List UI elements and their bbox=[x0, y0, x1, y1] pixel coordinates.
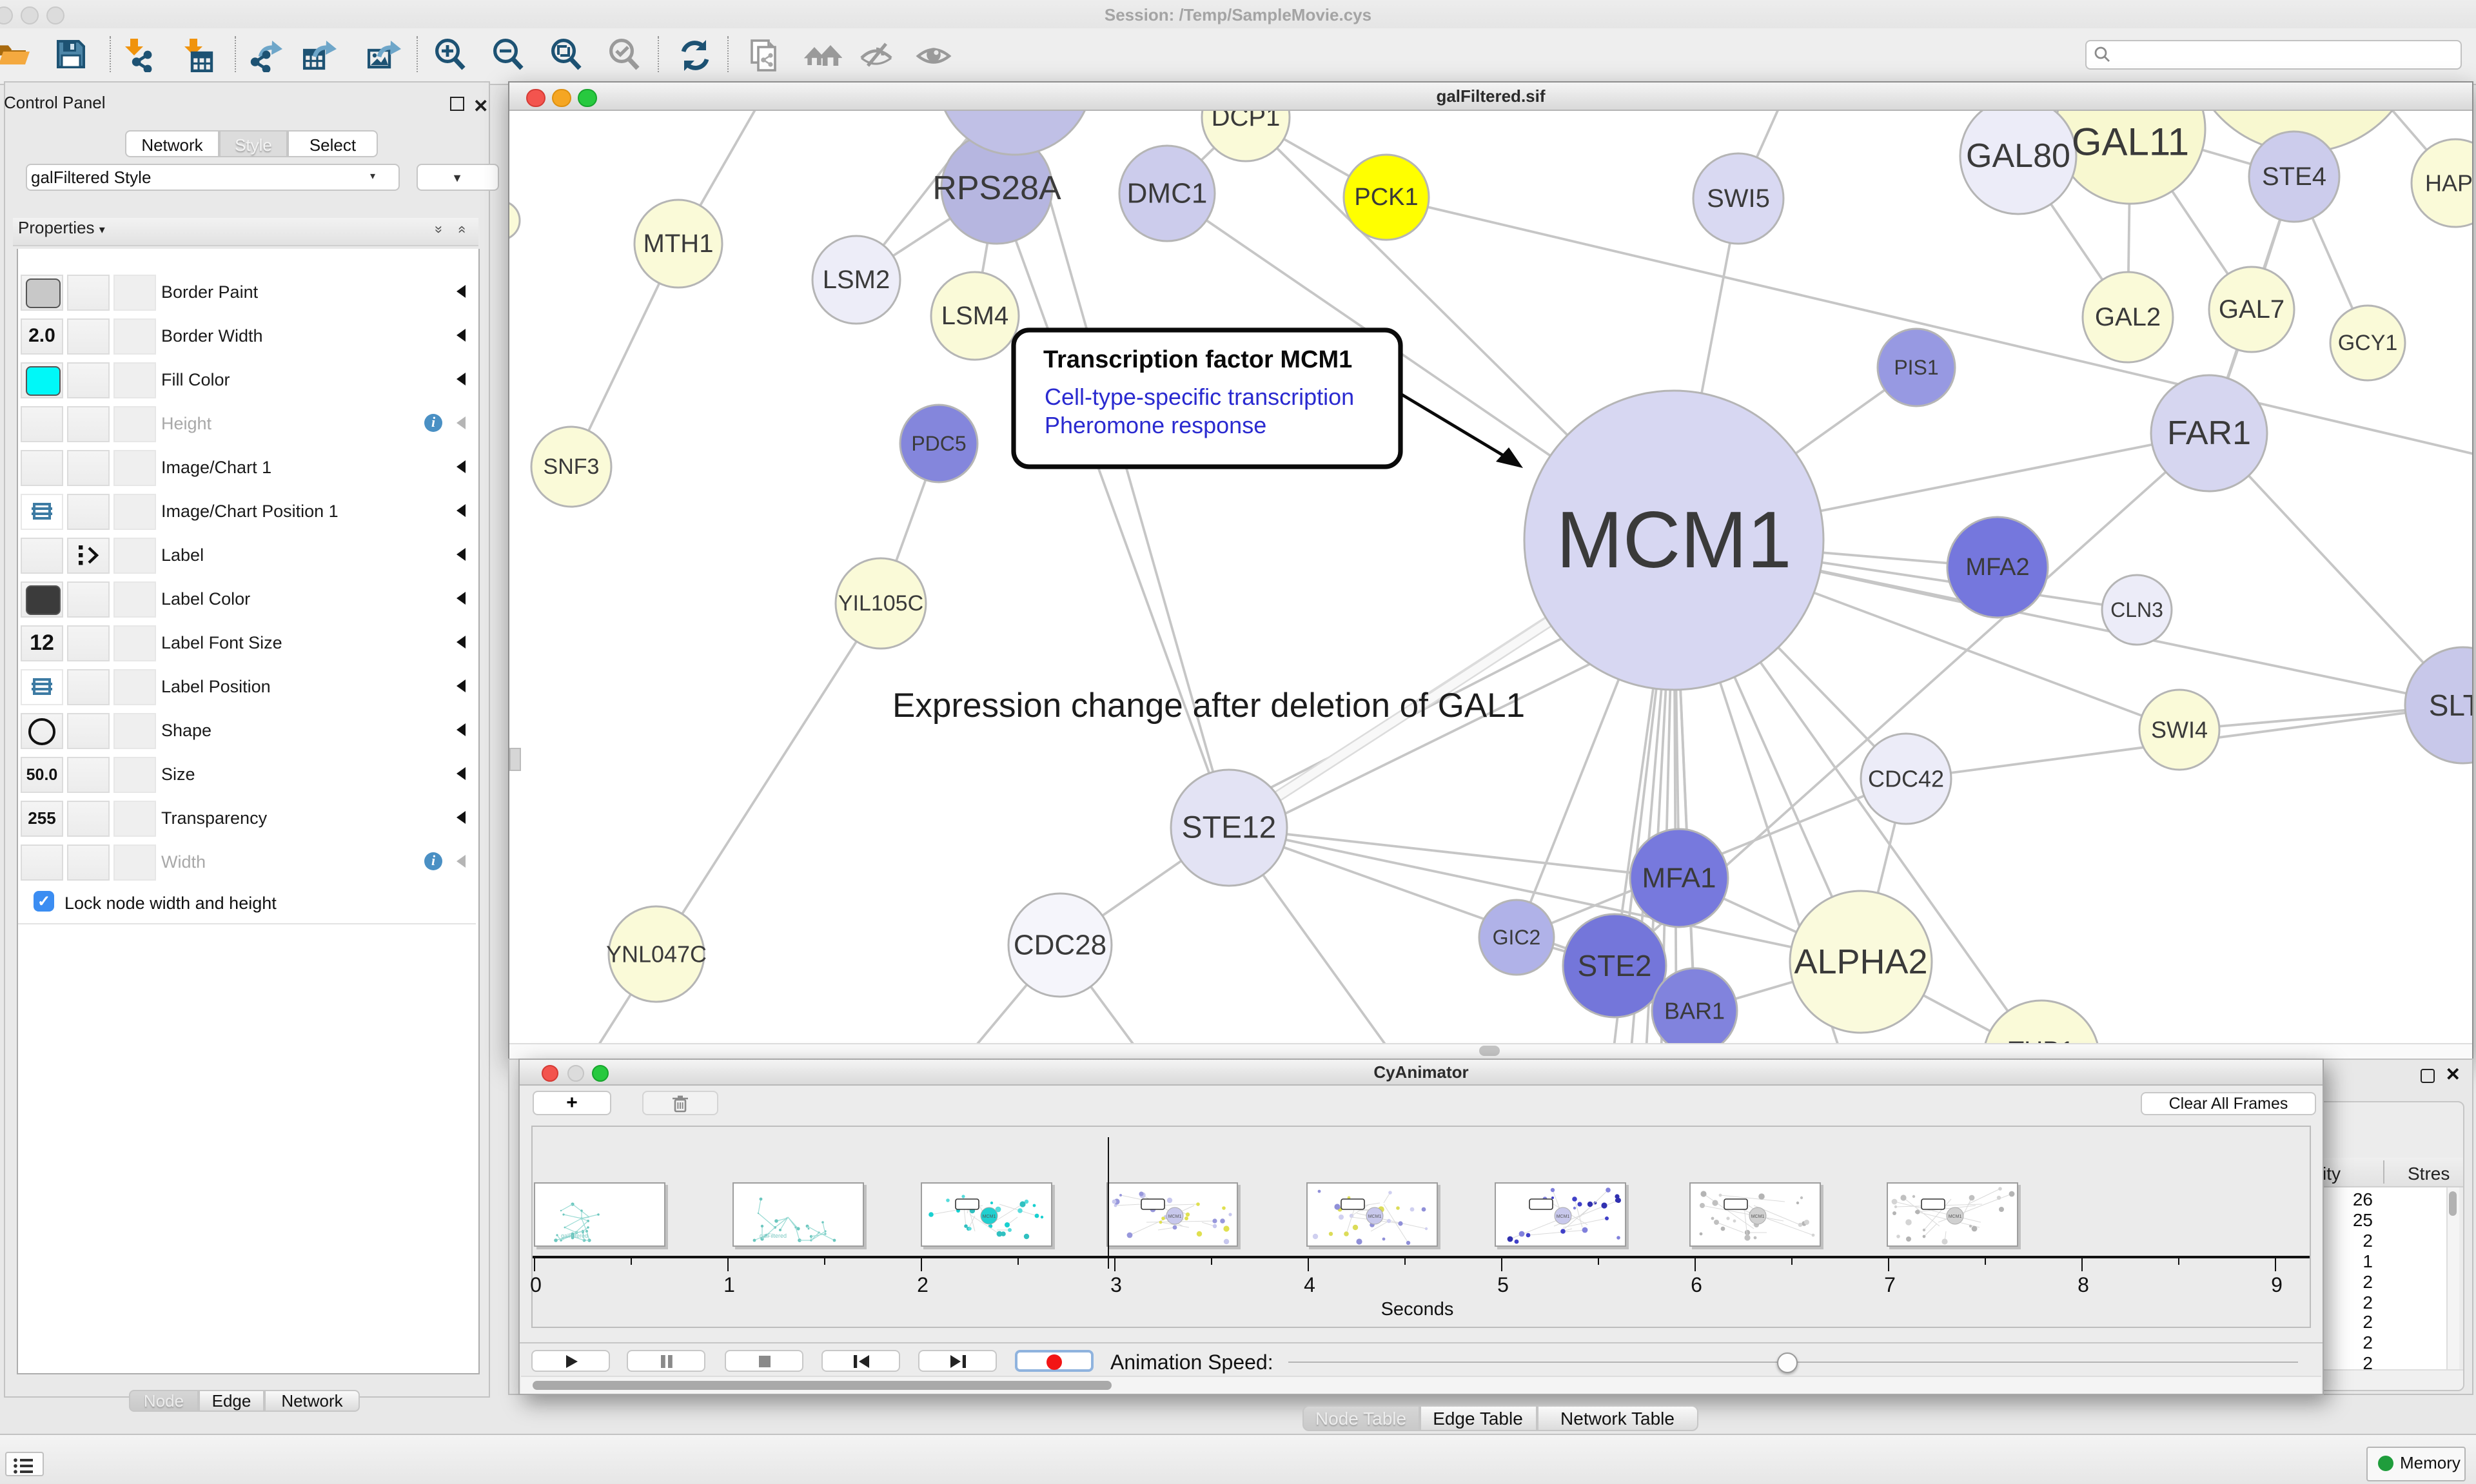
svg-text:Expression change after deleti: Expression change after deletion of GAL1 bbox=[892, 687, 1525, 725]
svg-text:MCM1: MCM1 bbox=[1751, 1215, 1765, 1219]
svg-text:MCM1: MCM1 bbox=[1556, 1215, 1569, 1219]
svg-text:GAL2: GAL2 bbox=[2095, 303, 2161, 331]
svg-text:Transcription factor MCM1: Transcription factor MCM1 bbox=[1043, 346, 1352, 373]
svg-text:MCM1: MCM1 bbox=[1168, 1215, 1181, 1219]
svg-text:GAL7: GAL7 bbox=[2219, 295, 2284, 324]
svg-text:CDC42: CDC42 bbox=[1868, 766, 1944, 792]
svg-text:CLN3: CLN3 bbox=[2110, 598, 2163, 621]
svg-text:MCM1: MCM1 bbox=[1368, 1215, 1382, 1219]
svg-text:YNL047C: YNL047C bbox=[606, 941, 707, 968]
svg-text:MCM1: MCM1 bbox=[982, 1215, 996, 1219]
svg-text:SLT2: SLT2 bbox=[2429, 688, 2472, 722]
svg-text:SWI5: SWI5 bbox=[1707, 184, 1770, 213]
svg-text:STE4: STE4 bbox=[2262, 162, 2326, 191]
svg-text:BAR1: BAR1 bbox=[1664, 998, 1725, 1024]
svg-text:FAR1: FAR1 bbox=[2167, 415, 2251, 452]
svg-text:MTH1: MTH1 bbox=[644, 229, 714, 258]
svg-text:LSM2: LSM2 bbox=[823, 266, 890, 294]
svg-text:Pheromone response: Pheromone response bbox=[1045, 412, 1266, 438]
svg-text:HAP2: HAP2 bbox=[2425, 170, 2472, 197]
svg-text:RPS28A: RPS28A bbox=[932, 170, 1061, 207]
svg-text:GIC2: GIC2 bbox=[1493, 926, 1541, 949]
svg-text:PCK1: PCK1 bbox=[1354, 184, 1418, 211]
svg-text:LSM4: LSM4 bbox=[941, 302, 1009, 330]
svg-text:GAL11: GAL11 bbox=[2072, 121, 2189, 164]
svg-text:ALPHA2: ALPHA2 bbox=[1794, 942, 1927, 981]
svg-text:SNF3: SNF3 bbox=[544, 454, 600, 479]
svg-text:CDC28: CDC28 bbox=[1014, 930, 1106, 961]
svg-text:SWI4: SWI4 bbox=[2151, 717, 2208, 743]
svg-text:MCM1: MCM1 bbox=[1949, 1215, 1962, 1219]
svg-text:PDC5: PDC5 bbox=[911, 432, 966, 455]
svg-text:MCM1: MCM1 bbox=[1556, 496, 1791, 585]
svg-text:YIL105C: YIL105C bbox=[838, 591, 923, 616]
svg-text:DMC1: DMC1 bbox=[1127, 178, 1208, 210]
svg-text:DCP1: DCP1 bbox=[1212, 111, 1281, 132]
svg-text:STE2: STE2 bbox=[1577, 949, 1651, 982]
svg-text:GAL80: GAL80 bbox=[1966, 137, 2070, 175]
svg-text:GCY1: GCY1 bbox=[2338, 331, 2398, 355]
svg-text:STE12: STE12 bbox=[1182, 811, 1277, 845]
svg-text:MFA1: MFA1 bbox=[1642, 863, 1716, 894]
svg-text:galFiltered: galFiltered bbox=[560, 1233, 587, 1239]
svg-text:Cell-type-specific transcripti: Cell-type-specific transcription bbox=[1045, 384, 1354, 410]
svg-text:MFA2: MFA2 bbox=[1965, 554, 2029, 581]
svg-text:galFiltered: galFiltered bbox=[760, 1233, 787, 1239]
svg-text:PIS1: PIS1 bbox=[1894, 356, 1938, 379]
